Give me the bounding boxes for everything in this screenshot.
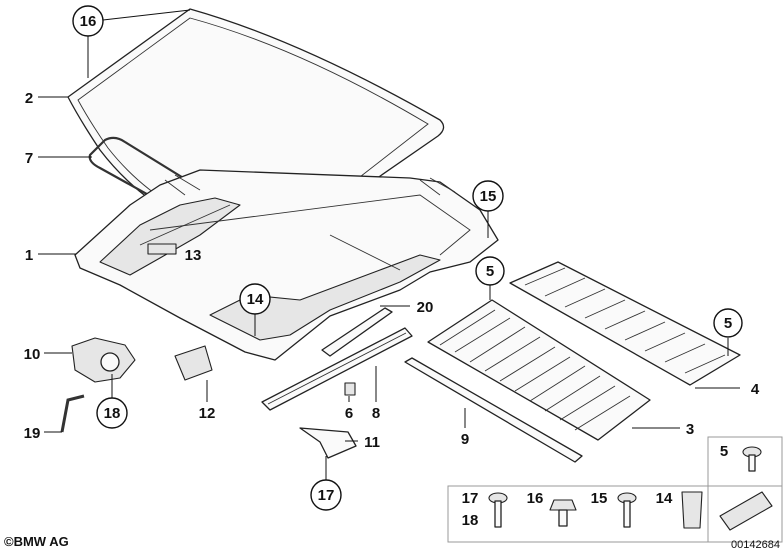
callout-2: 2 <box>25 90 33 107</box>
motor-bracket <box>174 345 213 381</box>
screw-5-icon <box>742 446 762 472</box>
legend-label-15: 15 <box>591 490 608 507</box>
callout-1: 1 <box>25 247 33 264</box>
callout-5-front: 5 <box>486 263 494 280</box>
legend-label-5: 5 <box>720 443 728 460</box>
legend-label-17: 17 <box>462 490 479 507</box>
callout-13: 13 <box>185 247 202 264</box>
hardware-legend: 5 17 18 16 15 14 <box>447 436 783 543</box>
drive-cable <box>60 394 85 433</box>
callout-5-rear: 5 <box>724 315 732 332</box>
legend-label-18: 18 <box>462 512 479 529</box>
callout-18: 18 <box>104 405 121 422</box>
callout-10: 10 <box>24 346 41 363</box>
callout-8: 8 <box>372 405 380 422</box>
legend-label-16: 16 <box>527 490 544 507</box>
callout-17: 17 <box>318 487 335 504</box>
clip-14-icon <box>681 491 703 529</box>
callout-4: 4 <box>751 381 760 398</box>
copyright-brand: ©BMW AG <box>4 534 69 549</box>
callout-11: 11 <box>364 434 380 451</box>
callout-9: 9 <box>461 431 469 448</box>
callout-7: 7 <box>25 150 33 167</box>
leader-lines <box>38 9 740 480</box>
screw-17-18-icon <box>488 492 508 528</box>
drawing-number: 00142684 <box>731 539 780 551</box>
callout-15: 15 <box>480 188 497 205</box>
legend-label-14: 14 <box>656 490 673 507</box>
callout-labels: 16 2 7 1 13 15 14 20 5 5 4 3 10 18 12 19… <box>24 5 760 511</box>
guide-rail <box>404 357 583 463</box>
callout-12: 12 <box>199 405 216 422</box>
sunshade-rear <box>509 261 741 386</box>
arrow-icon <box>719 491 773 531</box>
callout-19: 19 <box>24 425 41 442</box>
roof-frame <box>74 169 499 361</box>
callout-20: 20 <box>417 299 434 316</box>
callout-16: 16 <box>80 13 97 30</box>
drive-motor <box>71 337 136 383</box>
screw-15-icon <box>617 492 637 528</box>
callout-6: 6 <box>345 405 353 422</box>
rail-parts <box>261 307 413 459</box>
callout-14: 14 <box>247 291 264 308</box>
callout-3: 3 <box>686 421 694 438</box>
sunshade-front <box>427 299 651 441</box>
nut-16-icon <box>549 499 577 527</box>
